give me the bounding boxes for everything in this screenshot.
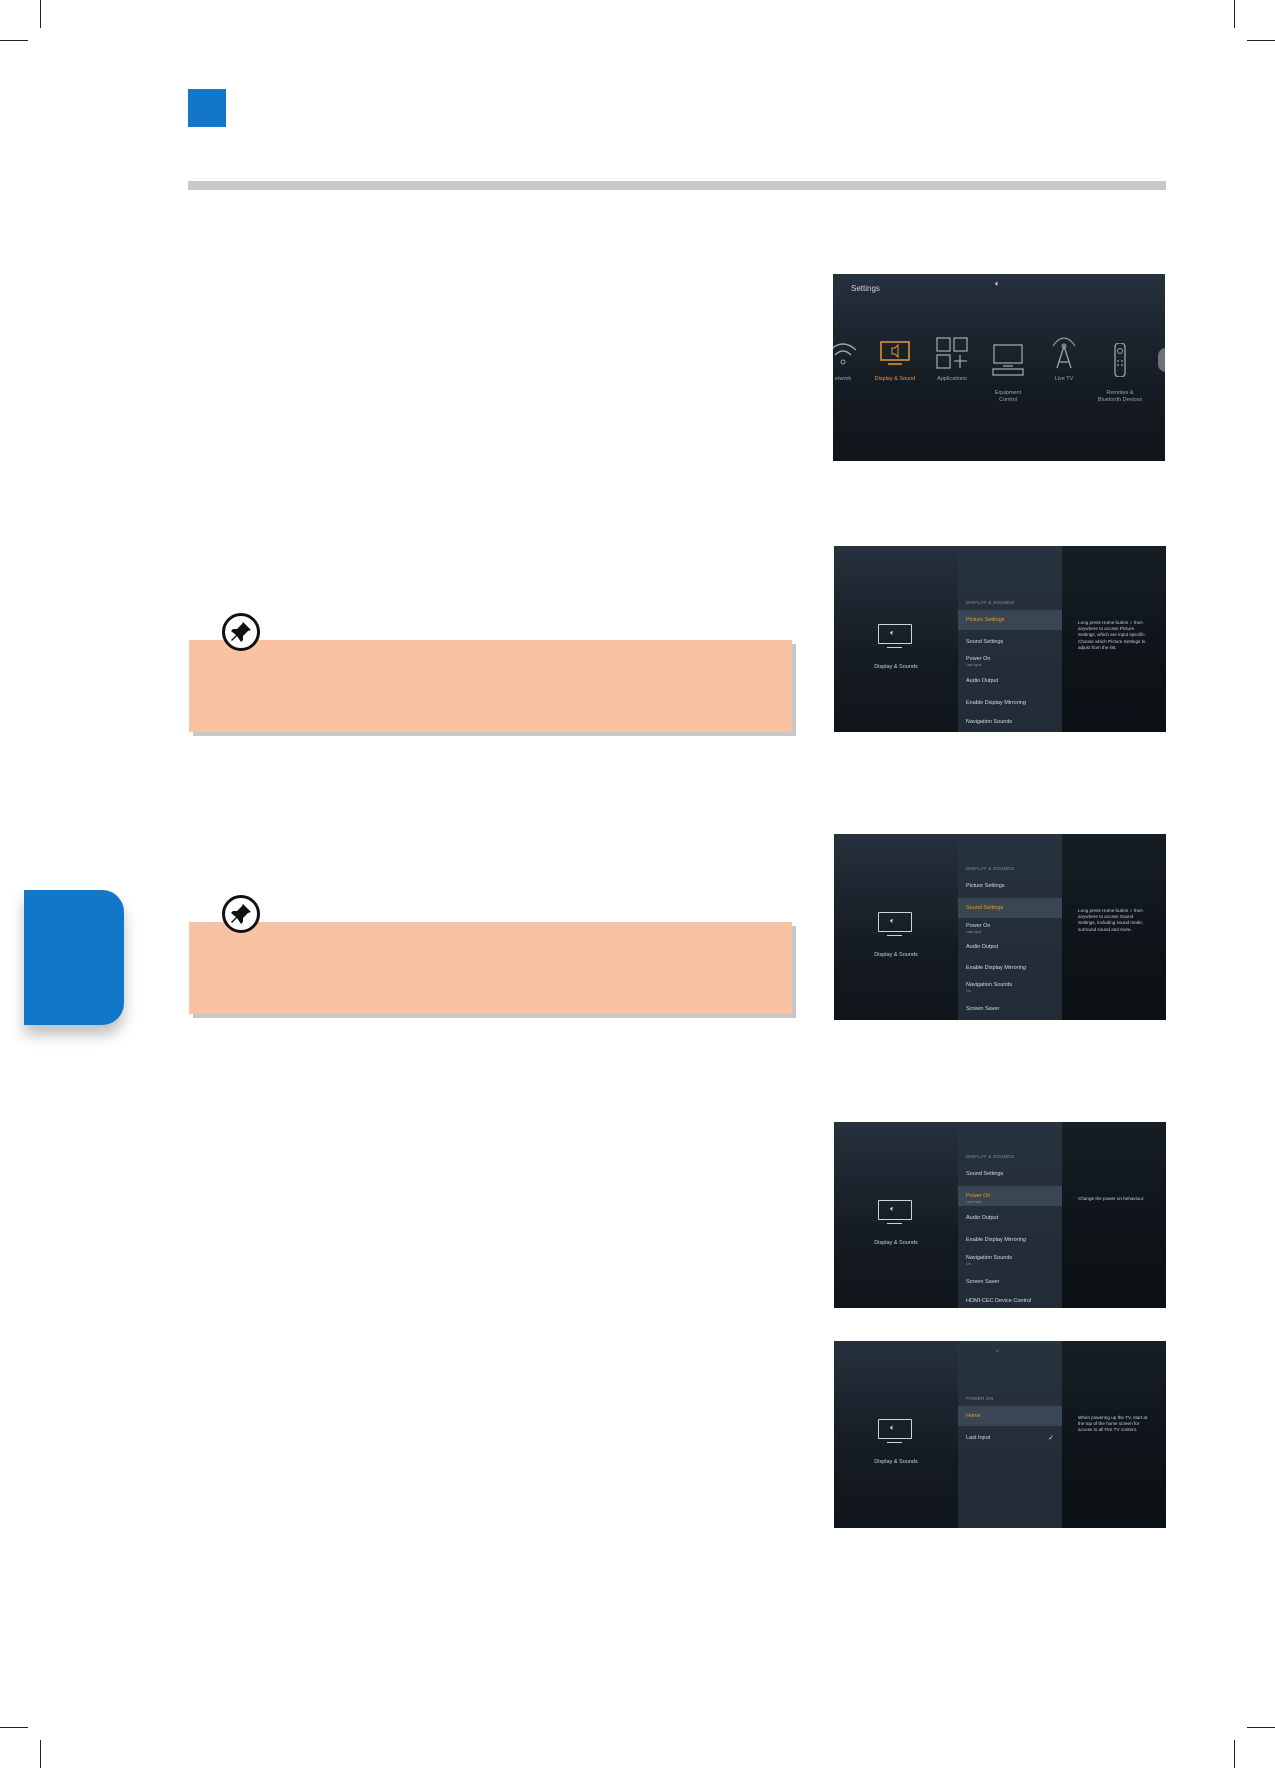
- category-label: Display & Sound: [874, 376, 916, 382]
- menu-item-display-mirroring[interactable]: Enable Display Mirroring: [966, 965, 1026, 971]
- screen-title: Settings: [851, 284, 880, 293]
- chapter-tab: [24, 890, 124, 1025]
- crop-mark: [1247, 1727, 1275, 1728]
- note-box: [189, 640, 792, 732]
- menu-item-picture-settings[interactable]: Picture Settings: [958, 610, 1062, 630]
- category-label: Applications: [937, 376, 967, 382]
- category-applications[interactable]: Applications: [922, 336, 982, 383]
- menu-item-hdmi-cec[interactable]: HDMI-CEC Device Control: [966, 1298, 1032, 1304]
- panel-label: Display & Sounds: [874, 1459, 918, 1465]
- menu-item-sound-settings[interactable]: Sound Settings: [958, 898, 1062, 918]
- panel-label: Display & Sounds: [874, 664, 918, 670]
- antenna-icon: [1052, 337, 1076, 369]
- tv-icon: 🔈︎: [878, 912, 912, 936]
- category-label: Remotes & Bluetooth Devices: [1097, 390, 1143, 403]
- crop-mark: [1234, 1740, 1235, 1768]
- remote-icon: [1114, 343, 1126, 377]
- menu-item-display-mirroring[interactable]: Enable Display Mirroring: [966, 1237, 1026, 1243]
- description-text: Long press Home button ⌂ from anywhere t…: [1078, 908, 1144, 932]
- menu-item-sound-settings[interactable]: Sound Settings: [966, 639, 1004, 645]
- menu-item-screen-saver[interactable]: Screen Saver: [966, 1006, 1000, 1012]
- menu-item-audio-output[interactable]: Audio Output: [966, 678, 999, 684]
- category-label: Equipment Control: [994, 390, 1022, 403]
- category-live-tv[interactable]: Live TV: [1034, 336, 1094, 383]
- pushpin-icon: [222, 613, 260, 651]
- section-header: DISPLAY & SOUNDS: [966, 1154, 1015, 1159]
- menu-item-audio-output[interactable]: Audio Output: [966, 944, 999, 950]
- tv-icon: 🔈︎: [878, 1200, 912, 1224]
- tv-icon: 🔈︎: [878, 1419, 912, 1443]
- display-sounds-screen: 🔈︎ Display & Sounds DISPLAY & SOUNDS Pic…: [834, 546, 1166, 732]
- crop-mark: [0, 1727, 28, 1728]
- category-display-sound[interactable]: Display & Sound: [865, 336, 925, 383]
- menu-item-navigation-sounds[interactable]: Navigation Sounds: [966, 719, 1013, 725]
- crop-mark: [40, 1740, 41, 1768]
- menu-item-last-input[interactable]: Last Input✓: [966, 1435, 1054, 1442]
- section-header: DISPLAY & SOUNDS: [966, 600, 1015, 605]
- note-box: [189, 922, 792, 1014]
- crop-mark: [40, 0, 41, 28]
- pushpin-icon: [222, 895, 260, 933]
- description-text: Change the power on behaviour.: [1078, 1196, 1145, 1201]
- tv-icon: 🔈︎: [878, 624, 912, 648]
- tv-icon: [880, 341, 910, 365]
- display-sounds-screen: 🔈︎ Display & Sounds DISPLAY & SOUNDS Sou…: [834, 1122, 1166, 1308]
- apps-icon: [936, 337, 968, 369]
- menu-item-sound-settings[interactable]: Sound Settings: [966, 1171, 1004, 1177]
- equipment-icon: [992, 344, 1024, 376]
- category-remotes-bluetooth[interactable]: Remotes & Bluetooth Devices: [1090, 336, 1150, 404]
- wifi-icon: [833, 343, 857, 365]
- description-text: Long press Home button ⌂ from anywhere t…: [1078, 620, 1146, 650]
- description-text: When powering up the TV, start at the to…: [1078, 1415, 1148, 1433]
- checkmark-icon: ✓: [1048, 1435, 1054, 1442]
- crop-mark: [1234, 0, 1235, 28]
- category-network[interactable]: etwork: [833, 336, 873, 383]
- menu-item-picture-settings[interactable]: Picture Settings: [966, 883, 1005, 889]
- panel-label: Display & Sounds: [874, 952, 918, 958]
- section-header: POWER ON: [966, 1396, 994, 1401]
- category-equipment-control[interactable]: Equipment Control: [978, 336, 1038, 404]
- panel-label: Display & Sounds: [874, 1240, 918, 1246]
- scroll-right-button[interactable]: [1158, 348, 1165, 372]
- menu-item-display-mirroring[interactable]: Enable Display Mirroring: [966, 700, 1026, 706]
- speaker-icon: 🔈︎: [995, 279, 1000, 288]
- settings-screen: Settings 🔈︎ etwork Display & Sound Appli…: [833, 274, 1165, 461]
- chapter-marker: [188, 89, 226, 127]
- crop-mark: [0, 40, 28, 41]
- menu-item-audio-output[interactable]: Audio Output: [966, 1215, 999, 1221]
- header-rule: [188, 181, 1166, 190]
- category-label: etwork: [834, 376, 852, 382]
- power-on-screen: 🔈︎ 🔈︎ Display & Sounds POWER ON Home Las…: [834, 1341, 1166, 1528]
- menu-item-screen-saver[interactable]: Screen Saver: [966, 1279, 1000, 1285]
- crop-mark: [1247, 40, 1275, 41]
- menu-item-home[interactable]: Home: [958, 1406, 1062, 1426]
- category-label: Live TV: [1054, 376, 1074, 382]
- section-header: DISPLAY & SOUNDS: [966, 866, 1015, 871]
- display-sounds-screen: 🔈︎ Display & Sounds DISPLAY & SOUNDS Pic…: [834, 834, 1166, 1020]
